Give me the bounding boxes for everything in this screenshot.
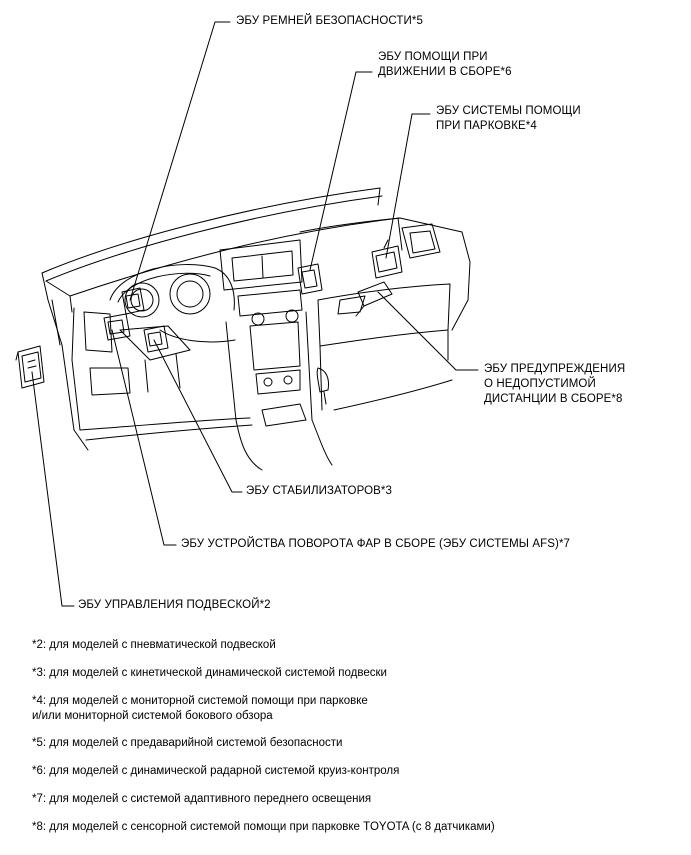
footnote-line: *7: для моделей с системой адаптивного п…	[32, 793, 372, 805]
leader-afs	[111, 329, 177, 546]
footnote-line: *5: для моделей с предаварийной системой…	[32, 737, 343, 749]
stabilizer-ecu-module	[143, 325, 169, 353]
callout-line: ЭБУ УПРАВЛЕНИЯ ПОДВЕСКОЙ*2	[78, 599, 271, 611]
callout-parking-assist-ecu: ЭБУ СИСТЕМЫ ПОМОЩИ ПРИ ПАРКОВКЕ*4	[436, 104, 581, 134]
footnote-5: *5: для моделей с предаварийной системой…	[32, 736, 342, 751]
leader-suspension	[31, 371, 75, 607]
footnote-line: и/или мониторной системой бокового обзор…	[32, 710, 273, 722]
callout-line: ДИСТАНЦИИ В СБОРЕ*8	[484, 393, 623, 405]
footnote-6: *6: для моделей с динамической радарной …	[32, 764, 399, 779]
callout-driving-assist-ecu: ЭБУ ПОМОЩИ ПРИ ДВИЖЕНИИ В СБОРЕ*6	[378, 50, 512, 80]
callout-stabilizer-ecu: ЭБУ СТАБИЛИЗАТОРОВ*3	[246, 484, 392, 499]
footnote-line: *6: для моделей с динамической радарной …	[32, 765, 400, 777]
footnote-3: *3: для моделей с кинетической динамичес…	[32, 666, 387, 681]
parking-assist-ecu-module	[371, 239, 403, 279]
distance-warning-ecu-module	[355, 281, 393, 317]
callout-distance-warning-ecu: ЭБУ ПРЕДУПРЕЖДЕНИЯ О НЕДОПУСТИМОЙ ДИСТАН…	[484, 362, 625, 407]
callout-suspension-ecu: ЭБУ УПРАВЛЕНИЯ ПОДВЕСКОЙ*2	[78, 598, 271, 613]
callout-line: О НЕДОПУСТИМОЙ	[484, 378, 596, 390]
leader-driving-assist	[309, 71, 373, 271]
footnote-7: *7: для моделей с системой адаптивного п…	[32, 792, 371, 807]
footnote-line: *3: для моделей с кинетической динамичес…	[32, 667, 387, 679]
callout-seatbelt-ecu: ЭБУ РЕМНЕЙ БЕЗОПАСНОСТИ*5	[236, 14, 423, 29]
leader-seatbelt	[129, 21, 231, 301]
dashboard-illustration	[41, 187, 471, 471]
callout-line: ЭБУ СИСТЕМЫ ПОМОЩИ	[436, 105, 581, 117]
callout-line: ЭБУ РЕМНЕЙ БЕЗОПАСНОСТИ*5	[236, 15, 423, 27]
leader-stabilizer	[153, 339, 243, 493]
callout-line: ЭБУ ПОМОЩИ ПРИ	[378, 51, 488, 63]
callout-line: ДВИЖЕНИИ В СБОРЕ*6	[378, 66, 512, 78]
leader-lines	[31, 21, 479, 607]
footnote-line: *4: для моделей с мониторной системой по…	[32, 695, 368, 707]
footnote-8: *8: для моделей с сенсорной системой пом…	[32, 820, 495, 835]
suspension-ecu-module	[15, 345, 45, 389]
footnote-4: *4: для моделей с мониторной системой по…	[32, 694, 368, 724]
leader-parking-assist	[385, 113, 431, 259]
callout-afs-ecu: ЭБУ УСТРОЙСТВА ПОВОРОТА ФАР В СБОРЕ (ЭБУ…	[181, 537, 570, 552]
footnote-2: *2: для моделей с пневматической подвеск…	[32, 638, 276, 653]
footnote-line: *8: для моделей с сенсорной системой пом…	[32, 821, 495, 833]
callout-line: ЭБУ УСТРОЙСТВА ПОВОРОТА ФАР В СБОРЕ (ЭБУ…	[181, 538, 571, 550]
afs-ecu-module	[103, 313, 131, 341]
footnote-line: *2: для моделей с пневматической подвеск…	[32, 639, 276, 651]
dashboard-ecu-location-diagram	[15, 21, 479, 607]
callout-line: ПРИ ПАРКОВКЕ*4	[436, 120, 537, 132]
callout-line: ЭБУ ПРЕДУПРЕЖДЕНИЯ	[484, 363, 626, 375]
leader-distance-warning	[377, 291, 479, 371]
seatbelt-ecu-module	[121, 287, 145, 315]
callout-line: ЭБУ СТАБИЛИЗАТОРОВ*3	[246, 485, 392, 497]
